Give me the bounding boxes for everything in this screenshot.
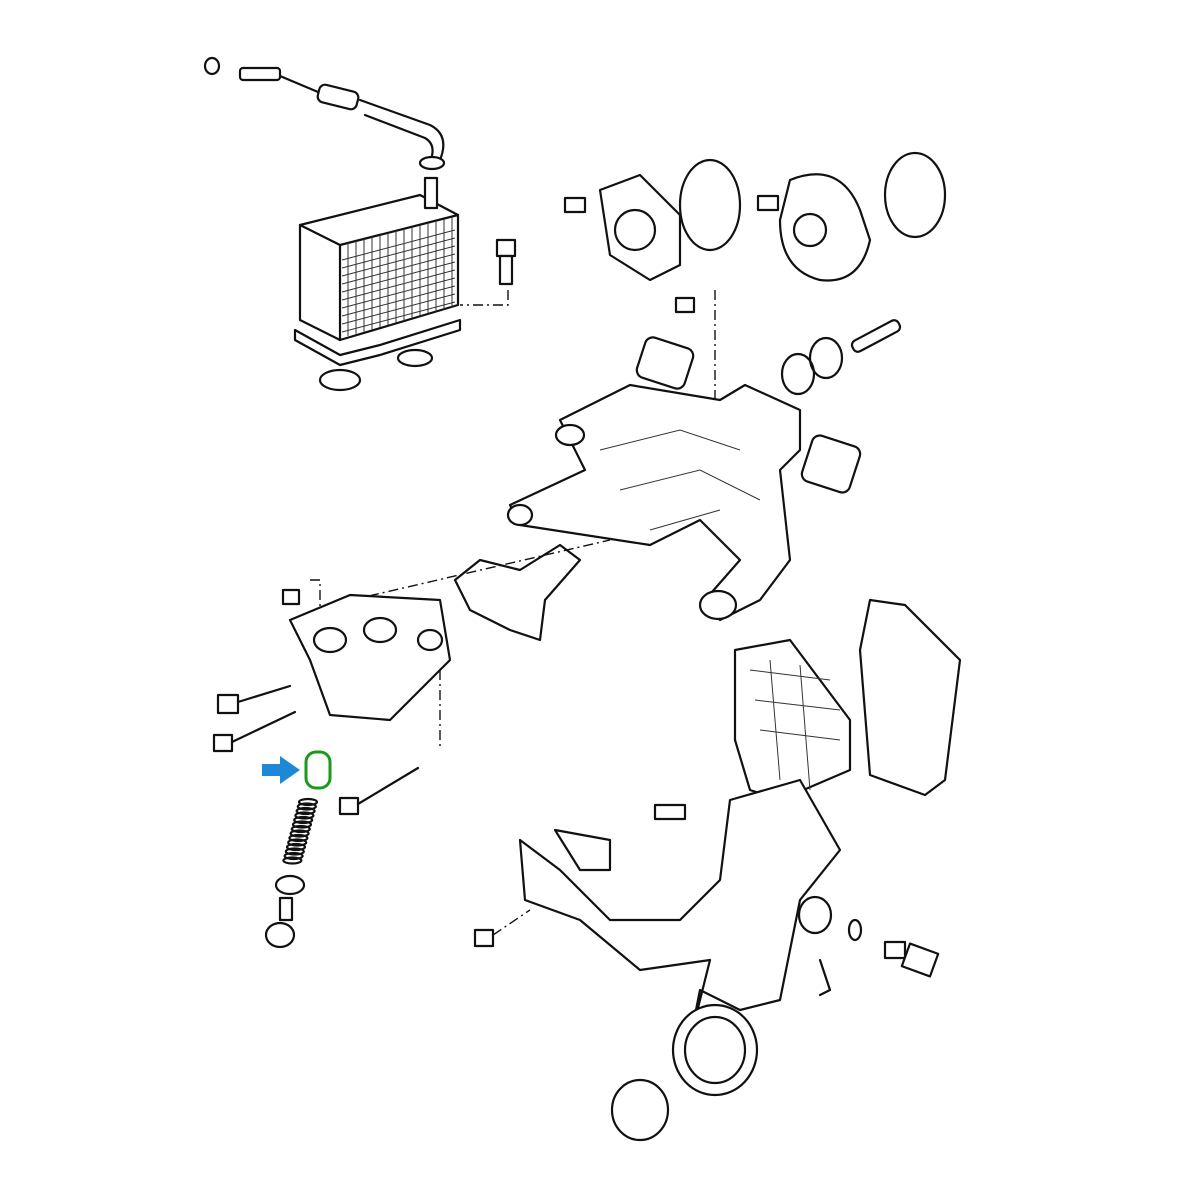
housing-gasket — [453, 543, 582, 642]
breather-hose-assembly — [203, 56, 446, 171]
lower-gaskets — [553, 598, 962, 1142]
bolts-left — [212, 684, 420, 816]
thermostat-housing — [281, 588, 452, 722]
arrow-icon — [262, 756, 300, 784]
pump-cover-left — [563, 158, 742, 282]
temperature-sensor — [883, 940, 940, 978]
coolant-pipe — [473, 638, 852, 1097]
highlighted-thermostat-sleeve[interactable] — [304, 750, 332, 790]
centerline — [329, 539, 611, 606]
cooler-bolt — [460, 238, 517, 306]
oil-cooler — [293, 176, 462, 392]
drain-plug — [264, 874, 306, 949]
pump-cover-right — [756, 151, 947, 282]
gaskets-upper — [635, 290, 902, 494]
spring — [282, 797, 319, 865]
coolant-housing — [506, 383, 802, 622]
